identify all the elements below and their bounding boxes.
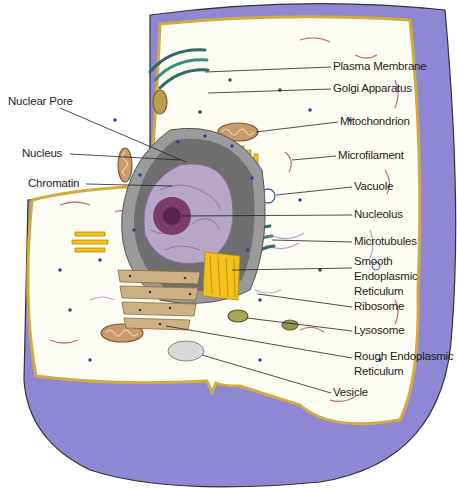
part-label: Chromatin (28, 176, 108, 191)
part-label: Golgi Apparatus (333, 81, 453, 96)
part-label: Smooth Endoplasmic Reticulum (354, 254, 457, 299)
part-label: Plasma Membrane (333, 59, 453, 74)
part-label: Lysosome (354, 323, 454, 338)
part-label: Vesicle (333, 385, 443, 400)
part-label: Rough Endoplasmic Reticulum (354, 349, 457, 379)
part-label: Microtubules (354, 234, 454, 249)
part-label: Nuclear Pore (8, 94, 108, 109)
part-label: Microfilament (338, 148, 453, 163)
part-label: Ribosome (354, 299, 454, 314)
part-label: Vacuole (354, 179, 454, 194)
part-label: Mitochondrion (340, 114, 455, 129)
part-label: Nucleus (22, 146, 102, 161)
part-label: Nucleolus (354, 207, 454, 222)
